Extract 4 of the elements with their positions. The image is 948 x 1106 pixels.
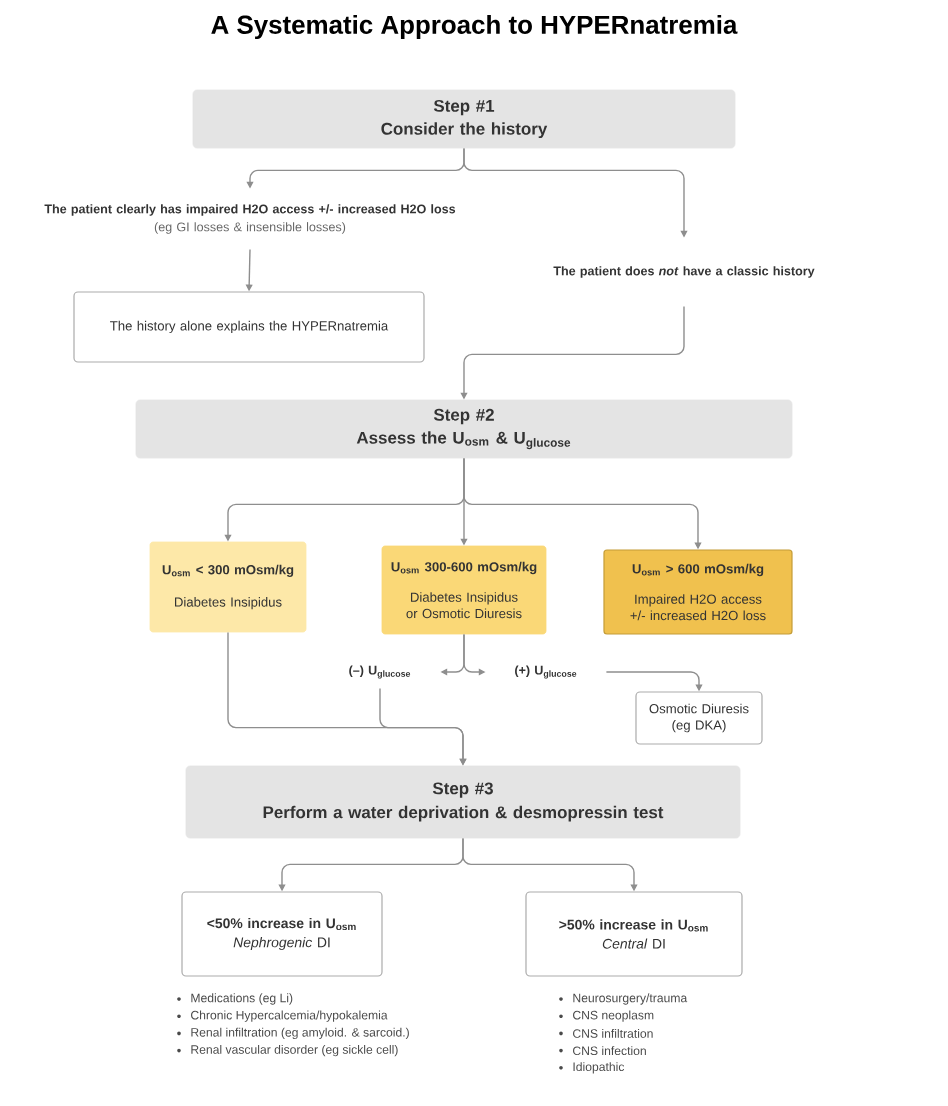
step-box: Step #1 Consider the history bbox=[192, 89, 736, 149]
title: A Systematic Approach to HYPERnatremia bbox=[211, 14, 738, 40]
step-box: Step #2 Assess the U$_{osm}$ & U$_{glucose}$ bbox=[135, 399, 793, 459]
step-box: Step #3 Perform a water deprivation & desmopressin test bbox=[185, 765, 741, 839]
